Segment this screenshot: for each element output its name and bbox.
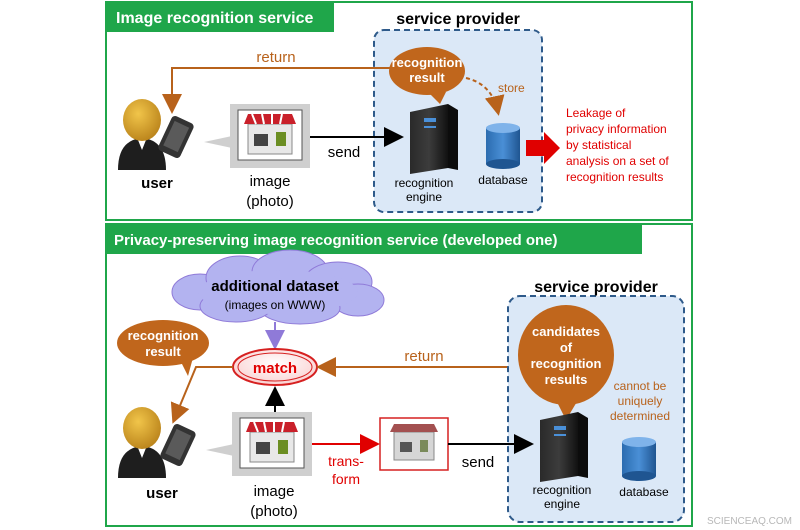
bottom-image-line1: image — [254, 483, 295, 500]
bottom-send-label: send — [462, 454, 495, 471]
bottom-database-label: database — [619, 485, 669, 499]
bottom-phone-pointer — [206, 444, 234, 456]
top-send-label: send — [328, 144, 361, 161]
cloud-line1: additional dataset — [211, 278, 339, 295]
bottom-phone-icon — [160, 424, 196, 466]
bottom-image-line2: (photo) — [250, 503, 298, 520]
cannot-line1: cannot be — [614, 379, 667, 393]
transform-line2: form — [332, 471, 360, 487]
top-provider-title: service provider — [396, 11, 520, 28]
top-leak-arrow — [526, 132, 560, 164]
bottom-image-frame — [232, 412, 312, 476]
candidates-line3: recognition — [531, 356, 602, 371]
cannot-text: cannot be uniquely determined — [610, 379, 670, 423]
match-to-user-arrow — [170, 366, 233, 424]
top-leak-text: Leakage of privacy information by statis… — [566, 106, 669, 184]
leak-line-5: recognition results — [566, 170, 663, 184]
bottom-server-icon — [540, 412, 588, 482]
transform-line1: trans- — [328, 453, 364, 469]
match-label: match — [253, 360, 297, 377]
cannot-line2: uniquely — [618, 394, 663, 408]
watermark: SCIENCEAQ.COM — [707, 516, 792, 527]
bottom-user-label: user — [146, 485, 178, 502]
bottom-provider-title: service provider — [534, 279, 658, 296]
bottom-title: Privacy-preserving image recognition ser… — [114, 232, 558, 249]
bottom-result-bubble: recognition result — [117, 320, 209, 376]
top-engine-line1: recognition — [395, 176, 454, 190]
top-title-bar — [106, 2, 334, 32]
bottom-database-icon — [622, 437, 656, 481]
bottom-title-bar — [106, 224, 642, 254]
top-user-icon — [118, 99, 166, 170]
bottom-user-icon — [118, 407, 166, 478]
bottom-return-label: return — [404, 348, 443, 365]
top-store-arrow — [465, 77, 505, 116]
top-phone-icon — [158, 116, 194, 158]
candidates-line1: candidates — [532, 324, 600, 339]
cannot-line3: determined — [610, 409, 670, 423]
top-bubble-line2: result — [409, 70, 445, 85]
candidates-line2: of — [560, 340, 573, 355]
cloud-line2: (images on WWW) — [225, 298, 326, 312]
bottom-engine-line2: engine — [544, 497, 580, 511]
top-result-bubble: recognition result — [389, 47, 465, 104]
top-image-frame — [230, 104, 310, 168]
leak-line-3: by statistical — [566, 138, 631, 152]
top-return-label: return — [256, 49, 295, 66]
top-server-icon — [410, 104, 458, 174]
top-store-label: store — [498, 81, 525, 95]
top-bubble-line1: recognition — [392, 55, 463, 70]
candidates-bubble: candidates of recognition results — [518, 305, 614, 420]
top-image-line1: image — [250, 173, 291, 190]
leak-line-1: Leakage of — [566, 106, 626, 120]
bottom-engine-line1: recognition — [533, 483, 592, 497]
cloud-shape — [171, 249, 385, 325]
bottom-result-line2: result — [145, 344, 181, 359]
top-phone-pointer — [204, 136, 232, 148]
leak-line-4: analysis on a set of — [566, 154, 669, 168]
top-title: Image recognition service — [116, 10, 314, 27]
top-database-label: database — [478, 173, 528, 187]
leak-line-2: privacy information — [566, 122, 667, 136]
transformed-image — [379, 417, 449, 471]
top-database-icon — [486, 123, 520, 169]
top-user-label: user — [141, 175, 173, 192]
top-image-line2: (photo) — [246, 193, 294, 210]
candidates-line4: results — [545, 372, 588, 387]
top-return-arrow — [162, 67, 390, 114]
bottom-result-line1: recognition — [128, 328, 199, 343]
top-engine-line2: engine — [406, 190, 442, 204]
